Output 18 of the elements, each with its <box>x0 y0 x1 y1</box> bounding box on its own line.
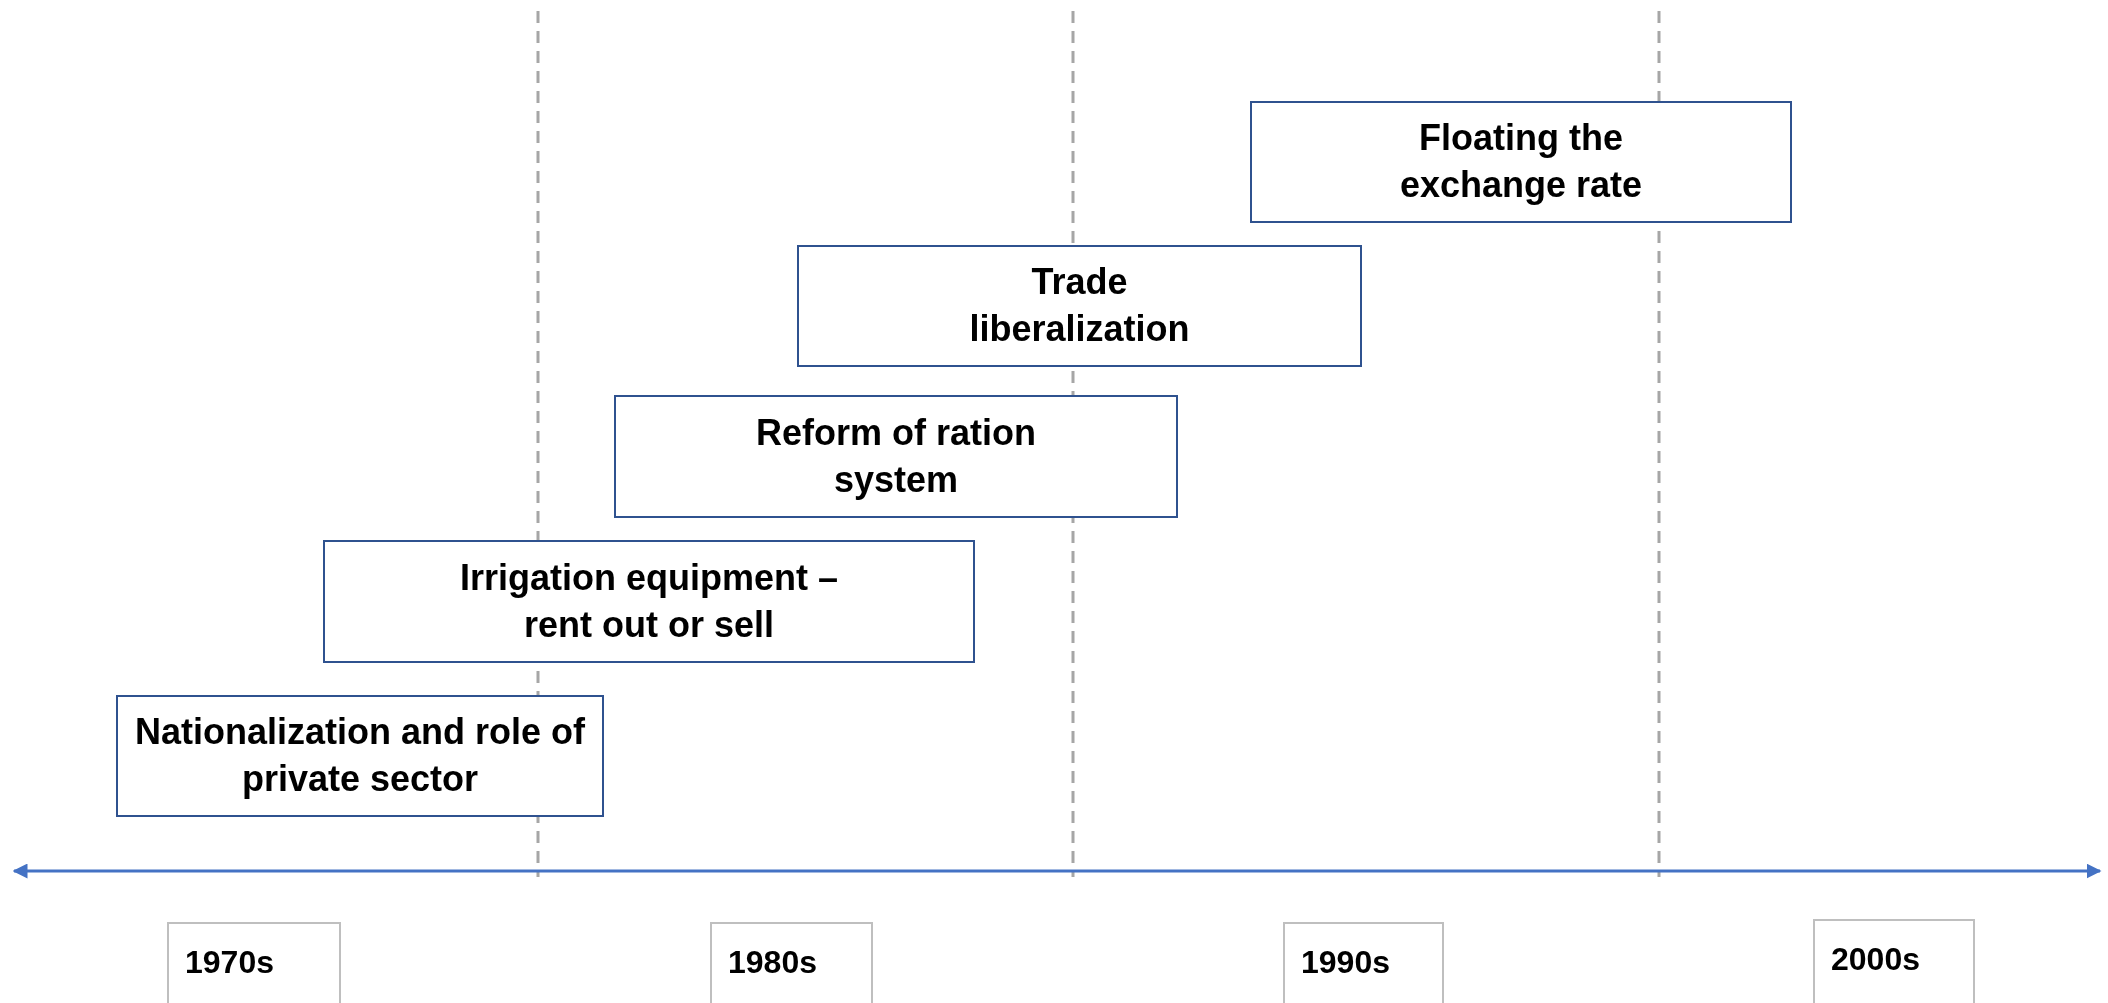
decade-box <box>167 922 341 1003</box>
event-label: Nationalization and role of private sector <box>134 710 586 801</box>
decade-box <box>1813 919 1975 1003</box>
decade-label: 1980s <box>728 943 817 982</box>
event-box <box>797 245 1362 367</box>
decade-box <box>1283 922 1444 1003</box>
decade-box <box>710 922 873 1003</box>
event-label: Irrigation equipment – rent out or sell <box>458 555 839 647</box>
event-label: Trade liberalization <box>968 260 1191 351</box>
decade-label: 2000s <box>1831 940 1920 979</box>
event-label: Floating the exchange rate <box>1398 116 1644 207</box>
event-label: Reform of ration system <box>755 410 1037 502</box>
event-box <box>614 395 1178 518</box>
decade-label: 1970s <box>185 943 274 982</box>
decade-label: 1990s <box>1301 943 1390 982</box>
event-box <box>323 540 975 663</box>
event-box <box>1250 101 1792 223</box>
event-box <box>116 695 604 817</box>
